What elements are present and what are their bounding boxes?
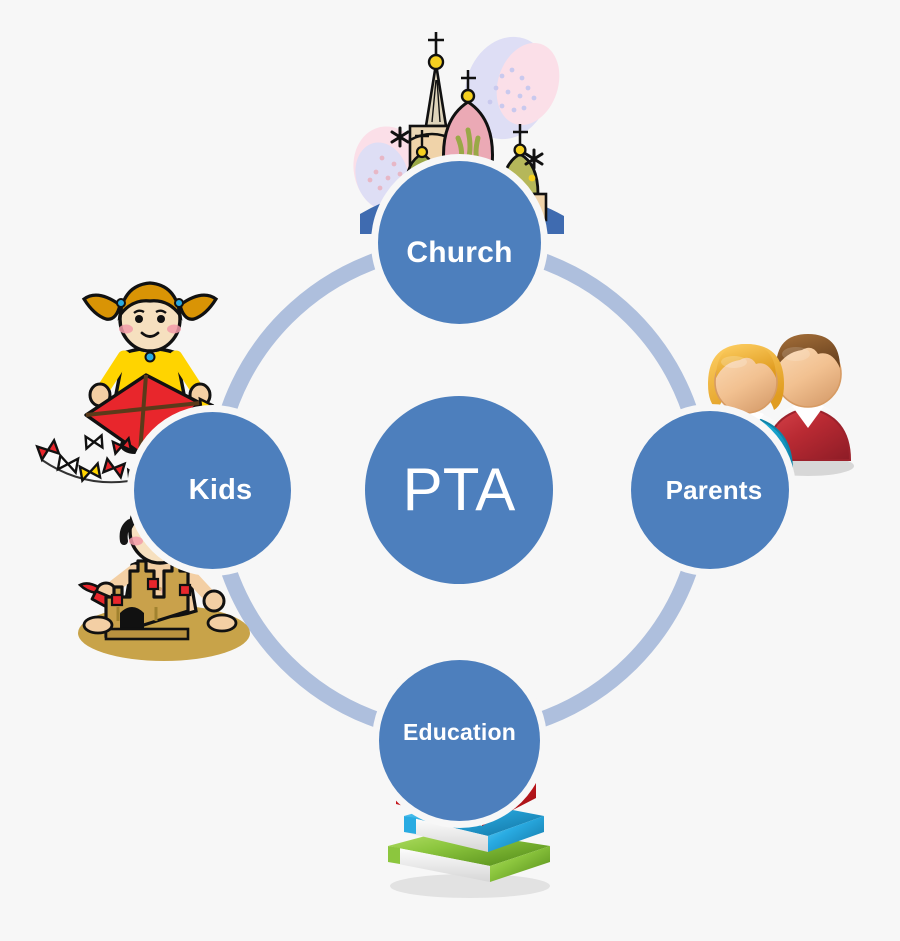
node-kids[interactable]: Kids [134,412,291,569]
node-education[interactable]: Education [379,660,540,821]
node-education-label: Education [403,719,516,745]
node-parents[interactable]: Parents [631,411,789,569]
node-church-label: Church [406,235,513,269]
center-hub-node[interactable]: PTA [365,396,553,584]
node-church[interactable]: Church [378,161,541,324]
node-kids-label: Kids [188,474,253,506]
center-hub-label: PTA [402,456,516,523]
node-parents-label: Parents [665,475,763,505]
